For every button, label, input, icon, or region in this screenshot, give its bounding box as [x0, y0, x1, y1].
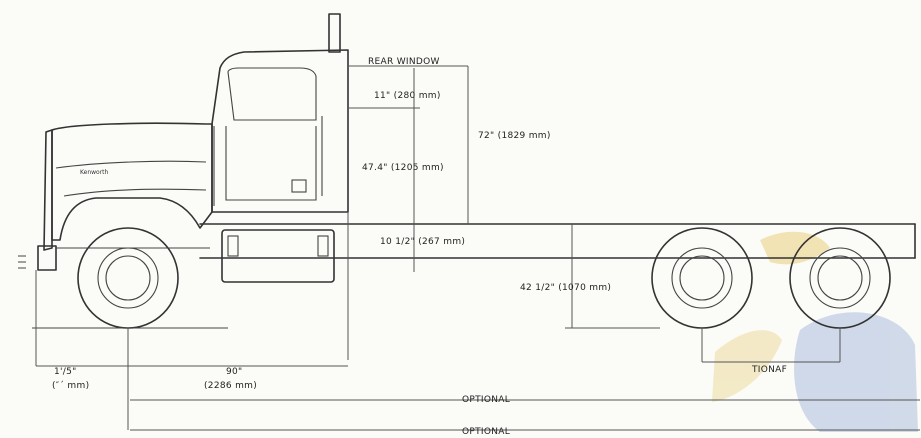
front-bumper [18, 245, 57, 271]
rear-partial-label: TIONAF [751, 365, 787, 375]
rear-window-label: REAR WINDOW [368, 57, 440, 67]
optional-label-2: OPTIONAL [462, 427, 510, 437]
dimension-lines [35, 65, 920, 431]
dim-11-label: 11" (280 mm) [374, 91, 441, 101]
dim-72-label: 72" (1829 mm) [478, 131, 551, 141]
cab-body [211, 49, 349, 213]
hood-badge: Kenworth [80, 169, 109, 176]
dim-90-mm-label: (2286 mm) [204, 381, 257, 391]
dim-90-label: 90" [226, 367, 243, 377]
rear-wheel-1 [651, 227, 753, 329]
front-wheel [77, 227, 179, 329]
hood: Kenworth [43, 122, 213, 251]
watermark-stain [712, 231, 918, 432]
dim-47-label: 47.4" (1205 mm) [362, 163, 444, 173]
fuel-tank [221, 229, 335, 283]
optional-label-1: OPTIONAL [462, 395, 510, 405]
front-overhang-mm-label: (″´ mm) [52, 380, 89, 391]
exhaust-stack [328, 13, 341, 53]
dim-42-label: 42 1/2" (1070 mm) [520, 283, 611, 293]
dim-10-label: 10 1/2" (267 mm) [380, 237, 465, 247]
front-overhang-label: 1'/5" [54, 367, 77, 377]
rear-wheel-2 [789, 227, 891, 329]
